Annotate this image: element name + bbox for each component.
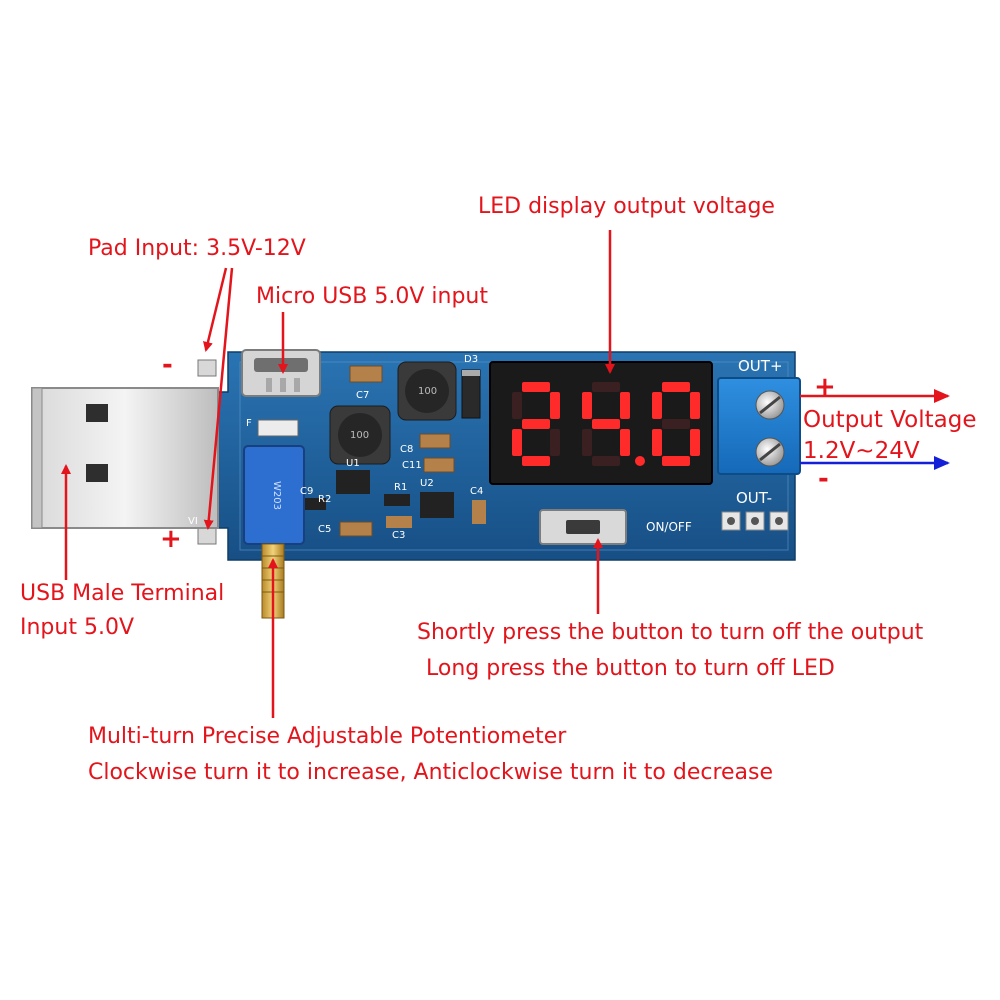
micro-usb-slot	[254, 358, 308, 372]
out-pad-hole	[775, 517, 783, 525]
led-segment-d-digit-1	[522, 456, 550, 466]
usb-window-bottom	[86, 464, 108, 482]
label-pot-line1: Multi-turn Precise Adjustable Potentiome…	[88, 724, 567, 749]
silk-out-plus: OUT+	[738, 357, 783, 375]
led-segment-e-digit-1	[512, 429, 522, 456]
diode-d3	[461, 369, 481, 419]
led-segment-d-digit-3	[662, 456, 690, 466]
label-pot-line2: Clockwise turn it to increase, Anticlock…	[88, 760, 774, 785]
smd-c4	[472, 500, 486, 524]
led-segment-a-digit-2	[592, 382, 620, 392]
silk-c3: C3	[392, 530, 406, 541]
led-decimal-point	[635, 456, 645, 466]
diode-d3-band	[462, 370, 480, 376]
label-output-range: 1.2V~24V	[803, 438, 920, 464]
pad-minus-sign: -	[162, 350, 173, 380]
smd-c7	[349, 365, 383, 383]
label-button-line1: Shortly press the button to turn off the…	[417, 620, 924, 645]
smd-c8	[419, 433, 451, 449]
usb-window-top	[86, 404, 108, 422]
inductor-small-core	[338, 413, 382, 457]
led-segment-a-digit-3	[662, 382, 690, 392]
potentiometer-marking: W203	[270, 481, 282, 510]
label-output-voltage: Output Voltage	[803, 407, 977, 433]
label-usb-male-line2: Input 5.0V	[20, 615, 134, 640]
led-segment-b-digit-1	[550, 392, 560, 419]
usb-male-connector	[31, 387, 219, 529]
led-segment-f-digit-3	[652, 392, 662, 419]
led-segment-g-digit-1	[522, 419, 550, 429]
usb-connector-inner-edge	[31, 387, 43, 529]
silk-c5: C5	[318, 524, 332, 535]
screw-slot	[759, 395, 781, 415]
smd-led-f	[257, 419, 299, 437]
inductor-small-marking: 100	[350, 430, 370, 441]
pad-plus-sign: +	[160, 524, 182, 554]
smd-c11	[423, 457, 455, 473]
silk-u2: U2	[420, 478, 434, 489]
smd-c3	[386, 516, 412, 528]
silk-on-off: ON/OFF	[646, 520, 692, 534]
silk-vin-top: VIN	[188, 376, 206, 387]
led-segment-c-digit-1	[550, 429, 560, 456]
silk-c8: C8	[400, 444, 414, 455]
out-minus-sign: -	[818, 464, 829, 494]
silk-d3: D3	[464, 354, 479, 365]
micro-usb-pin	[266, 378, 272, 392]
smd-r1	[384, 494, 410, 506]
screw-slot	[759, 442, 781, 462]
label-pad-input: Pad Input: 3.5V-12V	[88, 236, 306, 261]
led-segment-d-digit-2	[592, 456, 620, 466]
label-button-line2: Long press the button to turn off LED	[426, 656, 835, 681]
led-segment-c-digit-2	[620, 429, 630, 456]
led-segment-b-digit-3	[690, 392, 700, 419]
silk-c7: C7	[356, 390, 370, 401]
label-micro-usb: Micro USB 5.0V input	[256, 284, 488, 309]
silk-c9: C9	[300, 486, 314, 497]
silk-f: F	[246, 418, 252, 429]
led-segment-a-digit-1	[522, 382, 550, 392]
silk-u1: U1	[346, 458, 360, 469]
led-segment-g-digit-3	[662, 419, 690, 429]
micro-usb-pin	[280, 378, 286, 392]
led-segment-c-digit-3	[690, 429, 700, 456]
label-led-display: LED display output voltage	[478, 194, 775, 219]
led-segment-e-digit-2	[582, 429, 592, 456]
led-segment-f-digit-2	[582, 392, 592, 419]
silk-vin-bottom: VI	[188, 516, 198, 527]
silk-r1: R1	[394, 482, 408, 493]
on-off-button-cap	[566, 520, 600, 534]
led-segment-g-digit-2	[592, 419, 620, 429]
arrow-pad-plus	[203, 267, 234, 530]
smd-r2	[300, 498, 326, 510]
silk-c11: C11	[402, 460, 422, 471]
led-digits	[512, 382, 700, 466]
inductor-large-core	[405, 369, 449, 413]
out-plus-sign: +	[814, 372, 836, 402]
smd-c5	[339, 521, 373, 537]
out-pad-hole	[751, 517, 759, 525]
ic-u1	[336, 470, 370, 494]
inductor-large-marking: 100	[418, 386, 438, 397]
led-segment-b-digit-2	[620, 392, 630, 419]
regulator-u2	[420, 492, 454, 518]
label-usb-male-line1: USB Male Terminal	[20, 581, 225, 606]
led-segment-e-digit-3	[652, 429, 662, 456]
led-segment-f-digit-1	[512, 392, 522, 419]
vin-plus-pad	[197, 527, 217, 545]
micro-usb-pin	[294, 378, 300, 392]
silk-c4: C4	[470, 486, 484, 497]
vin-minus-pad	[197, 359, 217, 377]
arrow-pad-minus	[203, 267, 228, 352]
silk-out-minus: OUT-	[736, 489, 772, 507]
silk-r2: R2	[318, 494, 332, 505]
out-pad-hole	[727, 517, 735, 525]
